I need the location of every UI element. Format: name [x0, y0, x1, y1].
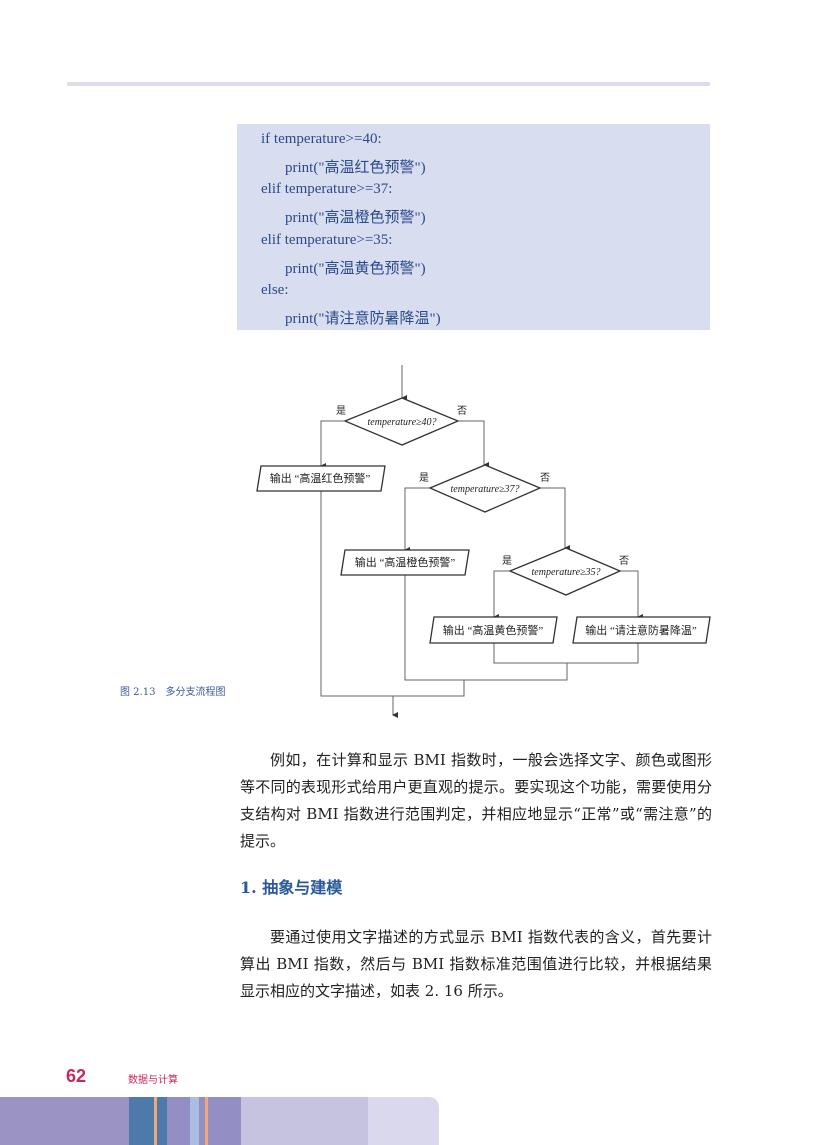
body-paragraph: 要通过使用文字描述的方式显示 BMI 指数代表的含义，首先要计算出 BMI 指数…: [240, 928, 712, 1000]
decision-diamond: [508, 547, 622, 596]
body-paragraph: 例如，在计算和显示 BMI 指数时，一般会选择文字、颜色或图形等不同的表现形式给…: [240, 751, 712, 850]
code-line: print("高温黄色预警"): [285, 261, 426, 277]
code-line: print("高温橙色预警"): [285, 210, 426, 226]
output-box: [256, 465, 386, 492]
output-box: [340, 549, 470, 576]
output-label: 输出 “高温红色预警”: [270, 471, 371, 485]
code-block: if temperature>=40: print("高温红色预警") elif…: [237, 124, 710, 330]
section-heading: 1. 抽象与建模: [240, 878, 343, 897]
code-line: elif temperature>=37:: [261, 181, 393, 197]
output-box: [572, 616, 711, 644]
no-label: 否: [619, 555, 629, 567]
yes-label: 是: [502, 555, 512, 567]
decision-label: temperature≥35?: [532, 567, 601, 578]
flowchart: temperature≥40? temperature≥37? temperat…: [256, 365, 711, 718]
code-line: print("请注意防暑降温"): [285, 311, 441, 327]
output-label: 输出 “请注意防暑降温”: [585, 623, 697, 637]
output-box: [429, 616, 558, 644]
header-rule: [67, 82, 710, 86]
page-number: 62: [66, 1066, 87, 1086]
decision-diamond: [428, 464, 542, 513]
decision-label: temperature≥40?: [368, 417, 437, 428]
decision-label: temperature≥37?: [451, 484, 520, 495]
code-line: else:: [261, 282, 289, 298]
code-line: elif temperature>=35:: [261, 232, 393, 248]
no-label: 否: [540, 472, 550, 484]
code-line: if temperature>=40:: [261, 131, 382, 147]
figure-caption: 图 2.13 多分支流程图: [120, 687, 226, 698]
yes-label: 是: [336, 405, 346, 417]
output-label: 输出 “高温黄色预警”: [443, 623, 544, 637]
yes-label: 是: [419, 472, 429, 484]
code-line: print("高温红色预警"): [285, 160, 426, 176]
no-label: 否: [457, 405, 467, 417]
book-title: 数据与计算: [128, 1075, 178, 1086]
decision-diamond: [343, 397, 460, 446]
output-label: 输出 “高温橙色预警”: [355, 555, 456, 569]
